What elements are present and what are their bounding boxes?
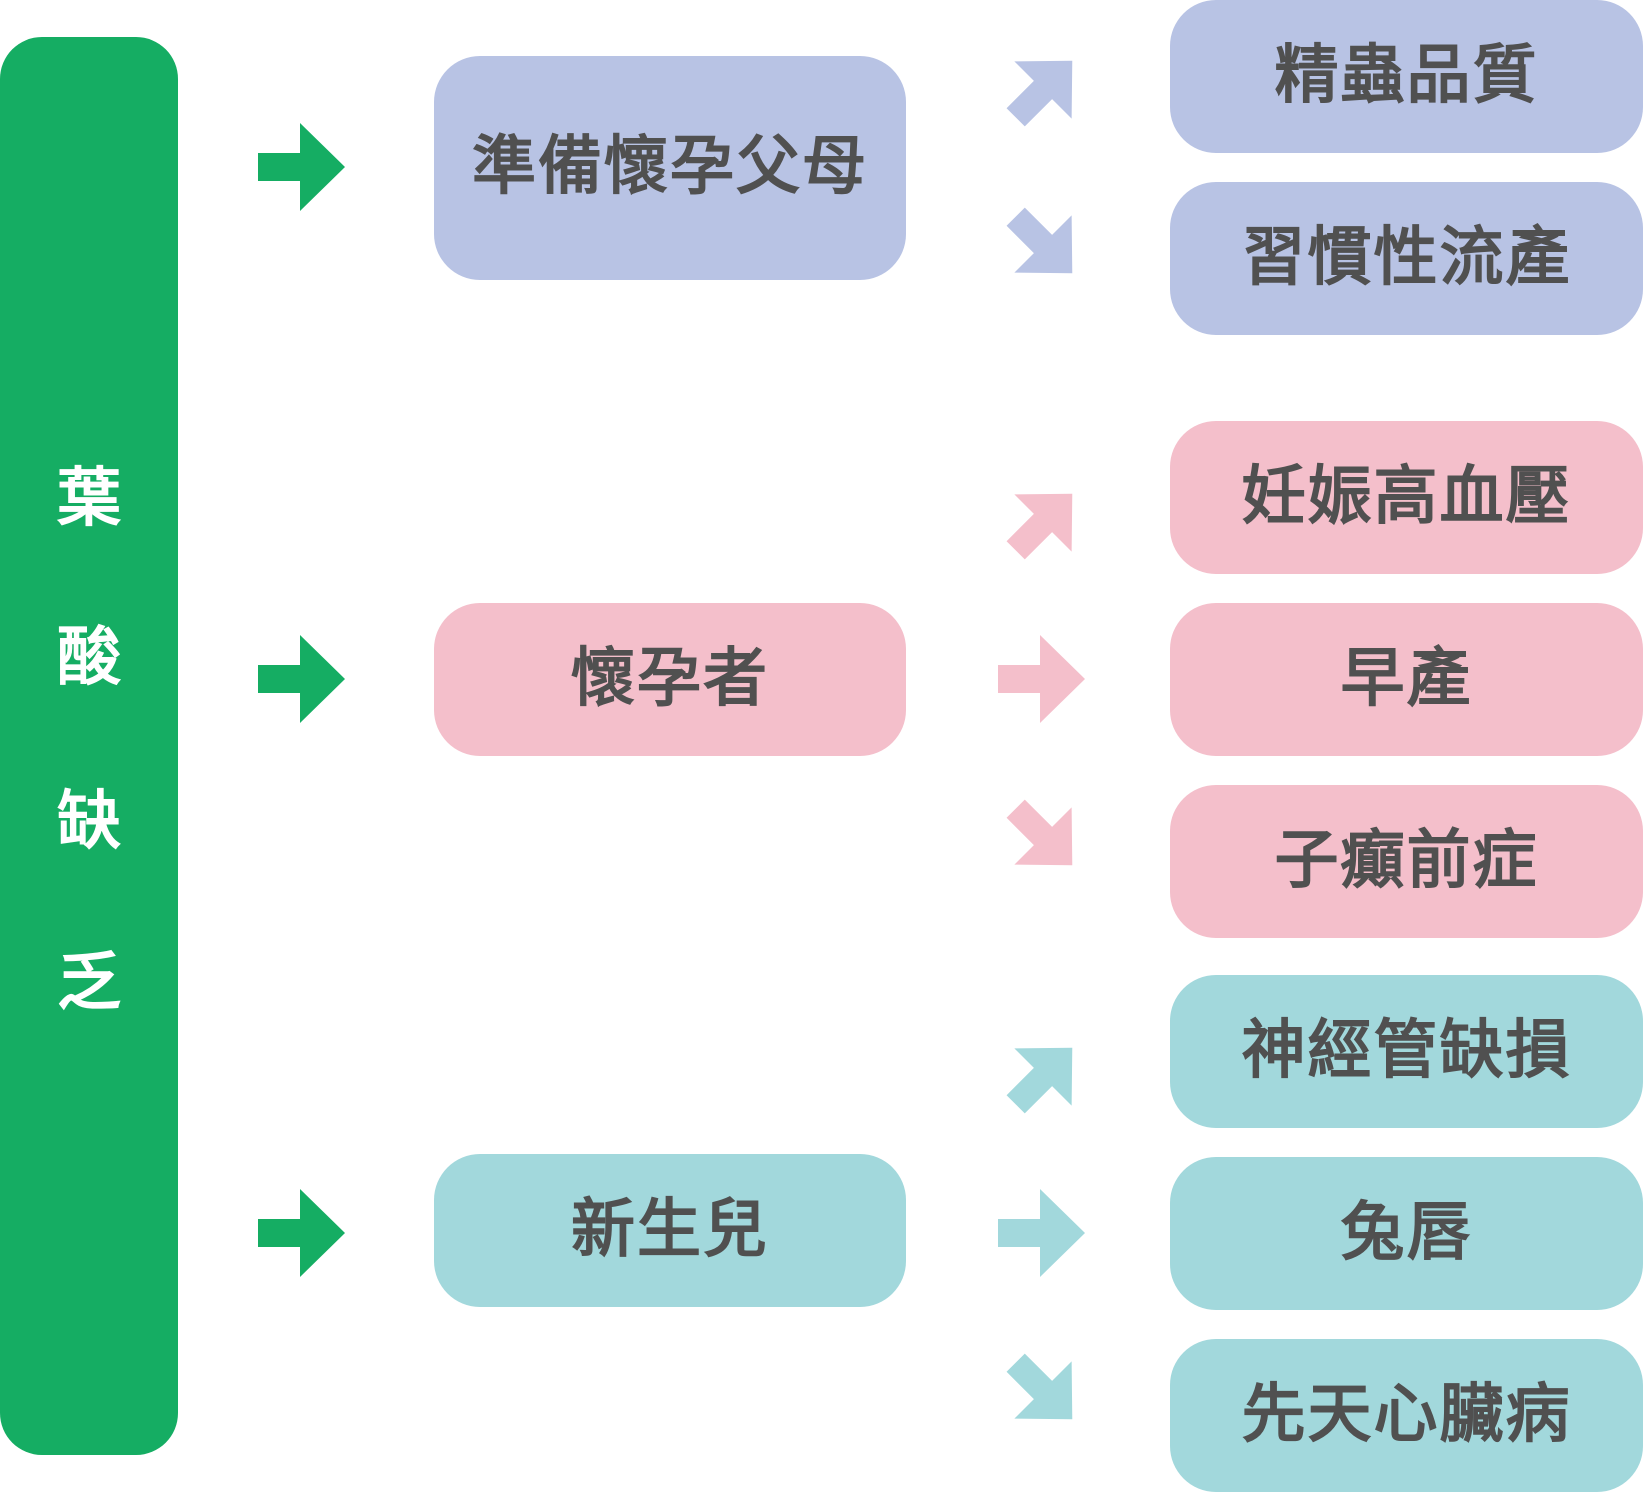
outcome-sperm-quality-label: 精蟲品質 <box>1274 38 1539 113</box>
outcome-gestational-hypertension-label: 妊娠高血壓 <box>1241 459 1572 534</box>
category-newborn-label: 新生兒 <box>571 1192 769 1267</box>
arrow-prep-to-sperm <box>987 32 1101 146</box>
outcome-preeclampsia-label: 子癲前症 <box>1274 823 1539 898</box>
category-pregnant: 懷孕者 <box>434 603 906 756</box>
root-label-char-4: 乏 <box>57 946 121 1020</box>
outcome-congenital-heart-disease-label: 先天心臟病 <box>1241 1377 1572 1452</box>
root-label-char-1: 葉 <box>57 462 121 536</box>
outcome-neural-tube-defect-label: 神經管缺損 <box>1241 1013 1572 1088</box>
arrow-pregnant-to-preterm <box>998 635 1085 723</box>
root-label-char-2: 酸 <box>57 621 121 695</box>
outcome-cleft-lip: 兔唇 <box>1170 1157 1643 1310</box>
root-bar <box>0 37 178 1455</box>
category-newborn: 新生兒 <box>434 1154 906 1307</box>
arrow-newborn-to-cleft-lip <box>998 1189 1085 1277</box>
category-pregnant-label: 懷孕者 <box>571 641 769 716</box>
outcome-gestational-hypertension: 妊娠高血壓 <box>1170 421 1643 574</box>
arrow-newborn-to-chd <box>987 1334 1101 1448</box>
arrow-pregnant-to-hypertension <box>987 465 1101 579</box>
outcome-habitual-miscarriage-label: 習慣性流產 <box>1241 220 1572 295</box>
outcome-preterm-birth-label: 早產 <box>1340 641 1473 716</box>
outcome-neural-tube-defect: 神經管缺損 <box>1170 975 1643 1128</box>
root-label-char-3: 缺 <box>57 785 121 859</box>
outcome-habitual-miscarriage: 習慣性流產 <box>1170 182 1643 335</box>
category-prep-parents-line-2: 父母 <box>736 130 868 205</box>
arrow-root-to-prep-parents <box>258 123 345 211</box>
category-prep-parents-line-1: 準備懷孕 <box>472 130 736 205</box>
arrow-prep-to-miscarriage <box>987 188 1101 302</box>
arrow-pregnant-to-preeclampsia <box>987 780 1101 894</box>
arrow-newborn-to-ntd <box>987 1019 1101 1133</box>
outcome-preeclampsia: 子癲前症 <box>1170 785 1643 938</box>
arrow-root-to-newborn <box>258 1189 345 1277</box>
outcome-preterm-birth: 早產 <box>1170 603 1643 756</box>
outcome-congenital-heart-disease: 先天心臟病 <box>1170 1339 1643 1492</box>
outcome-cleft-lip-label: 兔唇 <box>1340 1195 1473 1270</box>
arrow-root-to-pregnant <box>258 635 345 723</box>
category-prep-parents: 準備懷孕 父母 <box>434 56 906 280</box>
outcome-sperm-quality: 精蟲品質 <box>1170 0 1643 153</box>
